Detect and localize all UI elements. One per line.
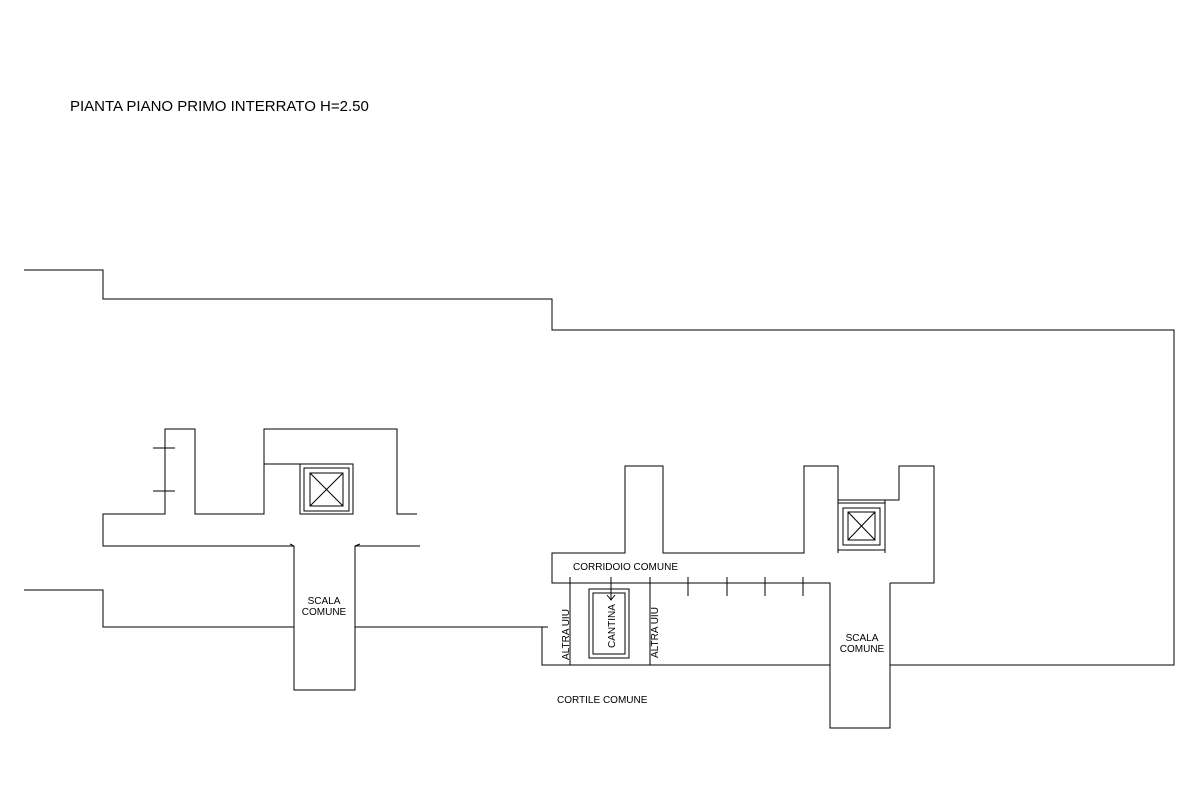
cortile-label: CORTILE COMUNE [557, 695, 648, 706]
cantina-label: CANTINA [607, 604, 618, 648]
altra-uiu-right-label: ALTRA UIU [650, 607, 661, 658]
elevator-right [837, 502, 886, 551]
svg-text:SCALA: SCALA [846, 633, 879, 644]
stair-right: SCALA COMUNE [826, 582, 891, 729]
corridoio-label: CORRIDOIO COMUNE [573, 562, 678, 573]
cellar-units [569, 586, 651, 665]
svg-text:COMUNE: COMUNE [840, 644, 885, 655]
plan-title: PIANTA PIANO PRIMO INTERRATO H=2.50 [70, 98, 369, 115]
left-wing [24, 428, 830, 666]
right-wing [541, 465, 935, 665]
altra-uiu-left-label: ALTRA UIU [561, 609, 572, 660]
outer-perimeter [24, 269, 1175, 666]
corridor-ticks [569, 577, 804, 596]
svg-text:COMUNE: COMUNE [302, 607, 347, 618]
svg-text:SCALA: SCALA [308, 596, 341, 607]
elevator-left [303, 467, 350, 512]
stair-left: SCALA COMUNE [289, 543, 361, 691]
